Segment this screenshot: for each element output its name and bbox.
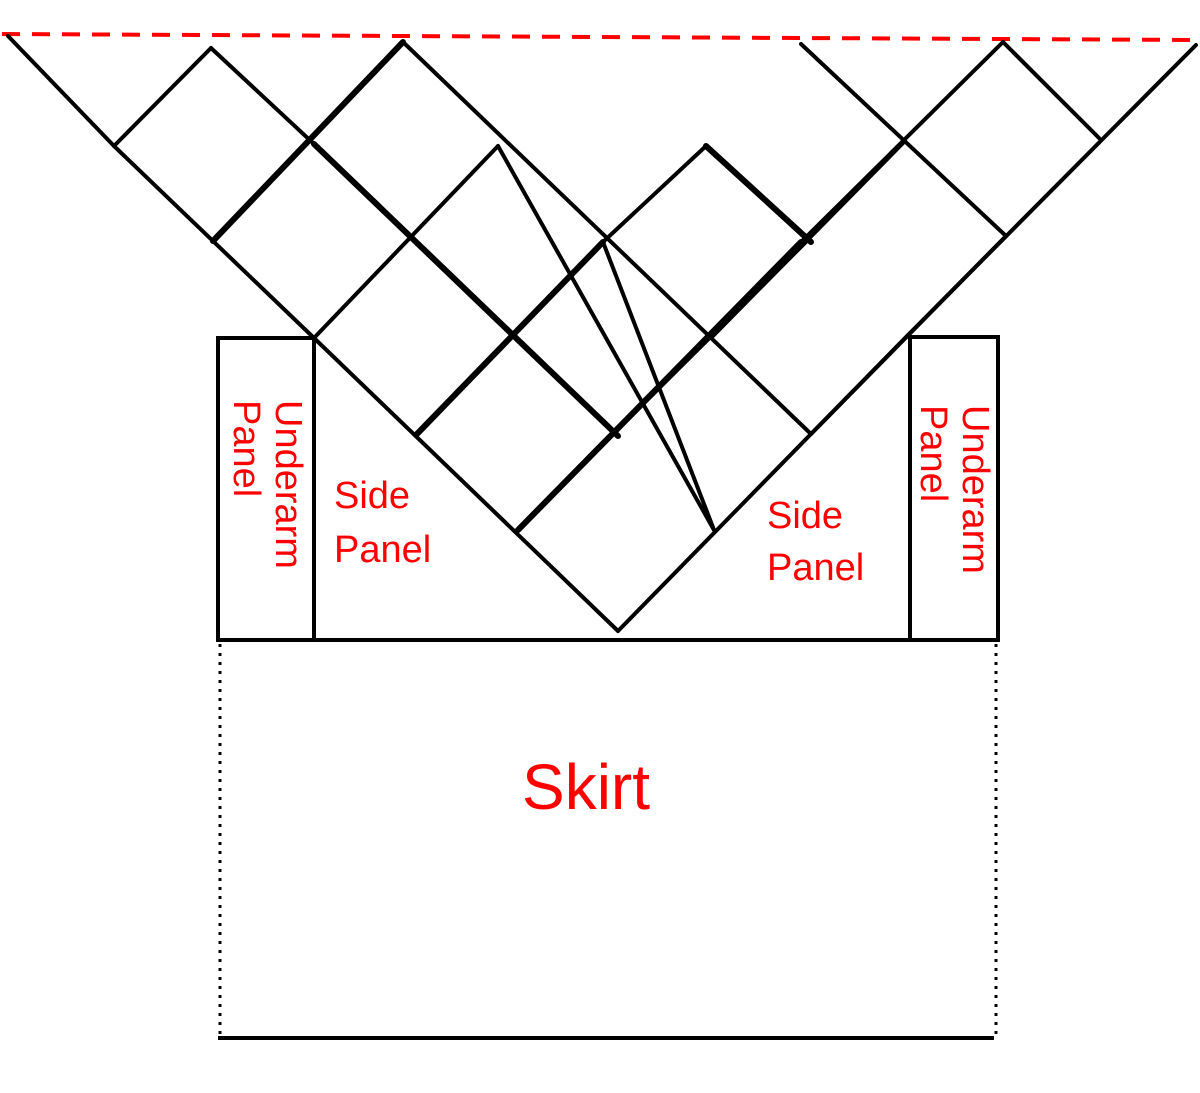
top-guide-line [1,32,1199,42]
grid-diagonal [601,144,708,244]
side-panel-left-label: Side Panel [334,475,431,571]
labels: Underarm Panel Side Panel Side Panel Und… [225,400,996,823]
grid-diagonal [112,46,213,148]
grid-diagonal [703,143,814,245]
grid-diagonal [312,144,500,340]
grid-diagonal [413,239,606,438]
grid-diagonal [6,34,116,148]
side-panel-right-label: Side Panel [767,495,864,589]
grid-diagonal [710,139,907,339]
panels [216,335,1000,642]
grid-diagonal [496,144,716,532]
skirt [218,644,998,1040]
diamond-grid [6,34,1198,633]
grid-diagonal [210,39,406,244]
underarm-panel-right-label: Underarm Panel [912,405,996,585]
underarm-panel-left-label: Underarm Panel [225,400,309,580]
grid-diagonal [312,336,620,633]
grid-diagonal [209,46,316,146]
grid-diagonal [311,141,621,439]
grid-diagonal [1001,40,1101,140]
skirt-label: Skirt [522,751,650,823]
underarm-panel-right [908,335,1000,642]
